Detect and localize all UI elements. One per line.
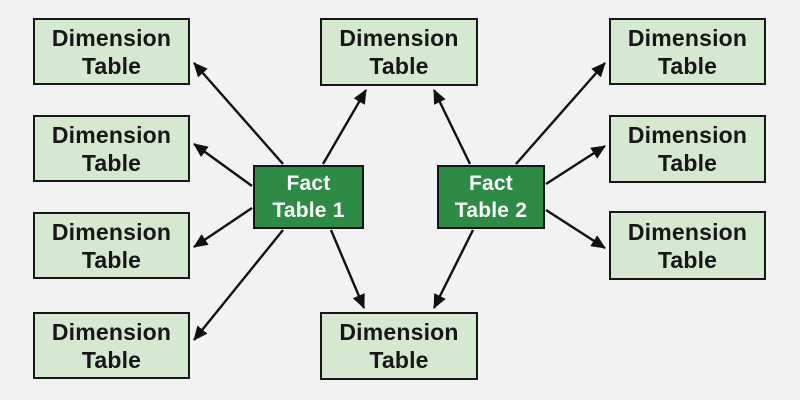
- arrow-fact-table-1-to-dimension-table-bottom-center: [329, 229, 366, 309]
- fact-table-2-label-line: Fact: [469, 172, 513, 195]
- dimension-table-top-center-label-line: Table: [369, 53, 429, 79]
- arrow-fact-table-1-to-dimension-table-left-2: [193, 143, 253, 187]
- dimension-table-left-2-label-line: Dimension: [51, 121, 172, 148]
- dimension-table-left-2-label-line: Table: [81, 149, 142, 176]
- fact-table-1-label-line: Fact: [286, 172, 331, 195]
- dimension-table-right-2-label-line: Dimension: [627, 122, 748, 148]
- dimension-table-bottom-center-label-line: Table: [369, 347, 429, 373]
- dimension-table-left-3-label-line: Dimension: [51, 218, 172, 245]
- arrow-fact-table-2-to-dimension-table-right-1: [515, 62, 606, 165]
- arrow-fact-table-1-to-dimension-table-left-3: [193, 207, 253, 248]
- dimension-table-left-3-label-line: Table: [81, 246, 142, 273]
- arrow-fact-table-2-to-dimension-table-bottom-center: [432, 229, 475, 309]
- dimension-table-left-4-label-line: Dimension: [51, 318, 172, 345]
- dimension-table-right-3-label-line: Dimension: [627, 218, 748, 245]
- fact-table-1-label-line: Table 1: [272, 199, 345, 222]
- dimension-table-left-1-label-line: Table: [81, 52, 142, 79]
- dimension-table-bottom-center-label-line: Dimension: [339, 319, 459, 345]
- arrow-fact-table-1-to-dimension-table-left-4: [193, 229, 284, 341]
- fact-table-2-label-line: Table 2: [454, 199, 528, 222]
- dimension-table-right-2-label-line: Table: [657, 150, 718, 176]
- dimension-table-right-3-label-line: Table: [657, 246, 718, 273]
- dimension-table-left-4-label-line: Table: [81, 346, 142, 373]
- dimension-table-left-1-label-line: Dimension: [51, 24, 172, 51]
- arrow-fact-table-1-to-dimension-table-top-center: [321, 89, 368, 165]
- arrow-fact-table-2-to-dimension-table-right-2: [545, 144, 606, 186]
- arrow-fact-table-2-to-dimension-table-top-center: [432, 89, 472, 165]
- dimension-table-right-1-label-line: Table: [657, 52, 718, 79]
- dimension-table-top-center-label-line: Dimension: [339, 25, 459, 51]
- arrow-fact-table-1-to-dimension-table-left-1: [193, 62, 284, 165]
- arrow-fact-table-2-to-dimension-table-right-3: [545, 208, 606, 250]
- dimension-table-right-1-label-line: Dimension: [627, 24, 748, 51]
